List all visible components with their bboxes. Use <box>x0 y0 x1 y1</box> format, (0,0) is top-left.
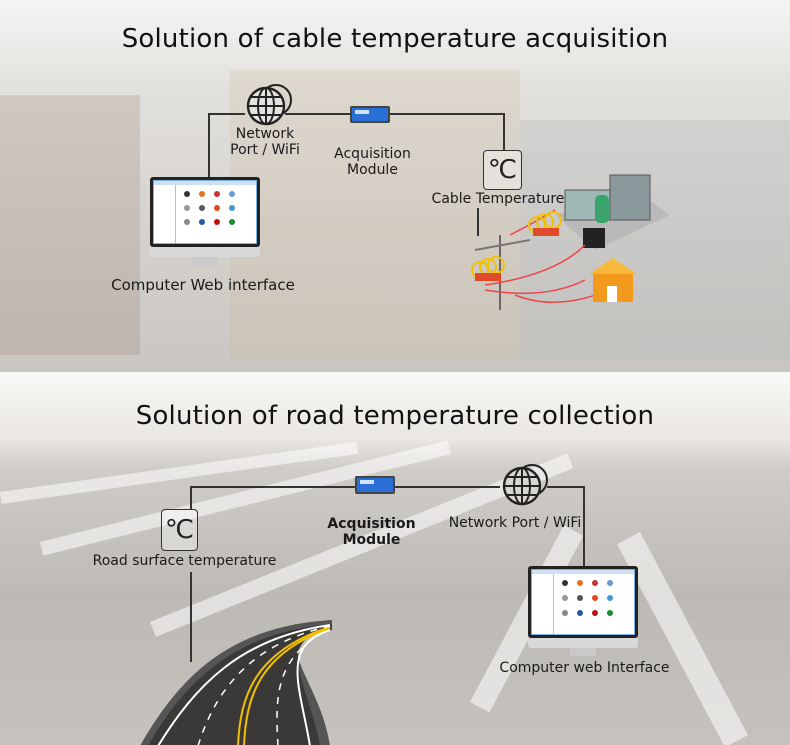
computer-web-interface-label: Computer web Interface <box>499 660 670 676</box>
cable-title: Solution of cable temperature acquisitio… <box>121 24 669 54</box>
road-title: Solution of road temperature collection <box>135 401 655 431</box>
globe-icon <box>502 464 548 506</box>
connector-line <box>190 486 355 488</box>
module-label: Acquisition Module <box>325 146 420 178</box>
acquisition-module-label: Acquisition Module <box>327 516 416 548</box>
network-port-wifi-label: Network Port / WiFi <box>448 515 582 531</box>
monitor-stand <box>570 648 596 656</box>
connector-line <box>190 486 192 510</box>
computer-monitor <box>528 566 638 656</box>
cable-solution-panel: Solution of cable temperature acquisitio… <box>0 0 790 372</box>
module-label-line1: Acquisition <box>334 146 411 162</box>
background-substation-right <box>520 120 790 360</box>
road-surface-temperature-label: Road surface temperature <box>92 553 277 569</box>
network-label-line1: Network <box>235 126 295 142</box>
background-substation-left <box>0 95 140 355</box>
acquisition-module-device <box>350 106 390 123</box>
acquisition-module-device <box>355 476 395 494</box>
globe-icon <box>246 84 292 126</box>
connector-line <box>395 486 500 488</box>
connector-line <box>503 113 505 150</box>
connector-line <box>285 113 503 115</box>
computer-monitor <box>150 177 260 267</box>
module-label-line2: Module <box>347 162 398 178</box>
monitor-chin <box>528 638 638 648</box>
connector-line <box>547 486 583 488</box>
network-label: Network Port / WiFi <box>225 126 305 158</box>
road-solution-panel: Solution of road temperature collection … <box>0 372 790 745</box>
connector-line <box>190 572 192 662</box>
temperature-sensor-icon: ℃ <box>161 509 198 551</box>
cable-temperature-label: Cable Temperature <box>431 191 565 207</box>
connector-line <box>477 208 479 236</box>
connector-line <box>208 113 210 179</box>
cable-network-illustration <box>471 174 670 310</box>
network-label-line2: Port / WiFi <box>230 142 300 158</box>
computer-web-interface-label: Computer Web interface <box>111 276 295 294</box>
web-interface-screen <box>531 569 635 635</box>
monitor-chin <box>150 247 260 257</box>
monitor-stand <box>192 257 218 267</box>
curved-road-illustration <box>140 620 332 745</box>
temperature-sensor-icon: ℃ <box>483 150 522 190</box>
connector-line <box>583 486 585 566</box>
web-interface-screen <box>153 180 257 244</box>
connector-line <box>208 113 245 115</box>
